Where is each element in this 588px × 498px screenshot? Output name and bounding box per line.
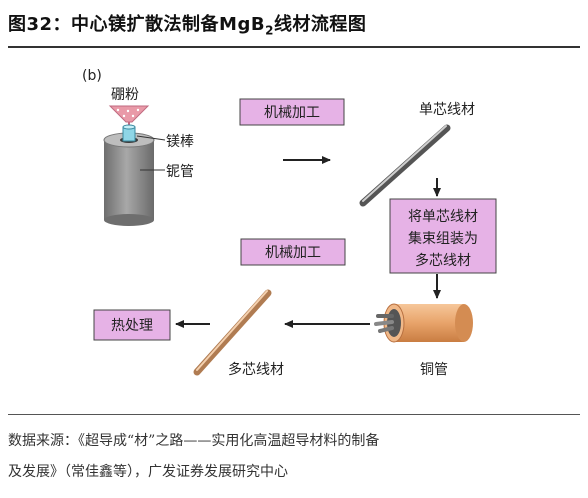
assemble-box-line-3: 多芯线材 — [415, 252, 471, 269]
mg-rod — [122, 124, 136, 142]
multi-core-wire — [193, 289, 272, 376]
source-note: 数据来源：《超导成“材”之路——实用化高温超导材料的制备 及发展》（常佳鑫等），… — [8, 426, 580, 488]
copper-tube-label: 铜管 — [420, 362, 448, 378]
single-core-wire-label: 单芯线材 — [419, 102, 475, 118]
source-line-2: 及发展》（常佳鑫等），广发证券发展研究中心 — [8, 464, 288, 480]
figure-title-subscript: 2 — [265, 23, 274, 38]
single-core-wire — [359, 124, 451, 207]
assemble-box — [389, 198, 497, 274]
assemble-box-line-1: 将单芯线材 — [408, 209, 478, 225]
figure-title-prefix: 图32：中心镁扩散法制备MgB — [8, 14, 266, 35]
nb-tube-label: 铌管 — [166, 164, 194, 180]
title-rule — [8, 46, 580, 48]
figure-title-suffix: 线材流程图 — [273, 14, 367, 35]
mg-rod-label: 镁棒 — [166, 134, 194, 150]
machining-box-1-label: 机械加工 — [264, 105, 320, 121]
machining-box-2-label: 机械加工 — [265, 245, 321, 261]
multi-core-filaments — [374, 314, 394, 333]
machining-box-2 — [240, 238, 346, 266]
machining-box-1 — [239, 98, 345, 126]
boron-powder-funnel — [108, 105, 150, 128]
figure-title: 图32：中心镁扩散法制备MgB2线材流程图 — [8, 10, 580, 38]
mg-rod-leader — [136, 135, 166, 141]
boron-powder-label: 硼粉 — [111, 87, 139, 103]
bottom-rule — [8, 414, 580, 415]
heat-treatment-label: 热处理 — [111, 318, 153, 334]
copper-tube — [383, 303, 473, 343]
assemble-box-line-2: 集束组装为 — [408, 230, 478, 247]
source-line-1: 数据来源：《超导成“材”之路——实用化高温超导材料的制备 — [8, 433, 380, 449]
heat-treatment-box — [93, 309, 171, 341]
multi-core-wire-label: 多芯线材 — [228, 361, 284, 378]
nb-tube-cylinder — [103, 132, 155, 226]
panel-label: (b) — [82, 68, 102, 84]
